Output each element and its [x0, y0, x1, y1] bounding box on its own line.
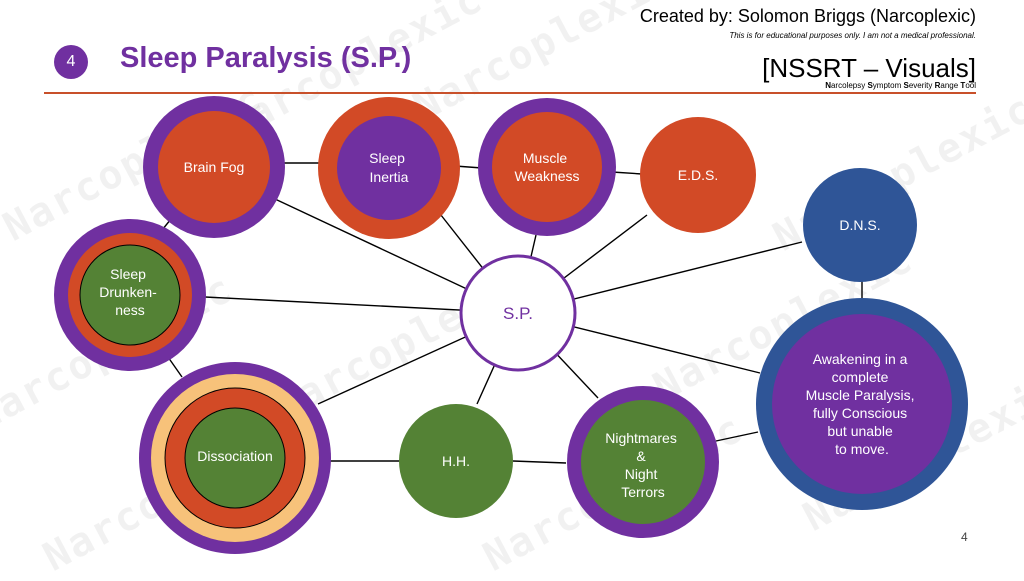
node-label-line: Awakening in a — [813, 351, 908, 367]
node-sleep-inertia: Sleep Inertia — [318, 97, 460, 239]
node-label-line: fully Conscious — [813, 405, 907, 421]
node-label-line: ness — [115, 302, 145, 318]
node-label: Awakening in a complete Muscle Paralysis… — [806, 351, 919, 457]
node-label: H.H. — [442, 453, 470, 469]
node-label-line: Terrors — [621, 484, 665, 500]
brand-letter: R — [934, 81, 941, 90]
brand-word-rest: ool — [965, 81, 976, 90]
author-credit: Created by: Solomon Briggs (Narcoplexic) — [639, 6, 976, 26]
link-nightmares-awakening — [715, 431, 759, 442]
node-label: Brain Fog — [184, 159, 245, 175]
brand-word-rest: ange — [940, 81, 961, 90]
node-label-line: Weakness — [514, 168, 579, 184]
node-label: Sleep Inertia — [369, 150, 409, 185]
brand-word-rest: ymptom — [872, 81, 904, 90]
node-label-line: Drunken- — [99, 284, 157, 300]
circle — [399, 404, 513, 518]
brand-letter: S — [903, 81, 909, 90]
node-eds: E.D.S. — [640, 117, 756, 233]
link-muscle-weakness-eds — [611, 171, 643, 175]
disclaimer-text: This is for educational purposes only. I… — [729, 31, 976, 40]
node-label-line: Brain Fog — [184, 159, 245, 175]
inner-circle — [337, 116, 441, 220]
brand-word-rest: everity — [908, 81, 935, 90]
node-label: Nightmares & Night Terrors — [605, 430, 680, 500]
node-nightmares: Nightmares & Night Terrors — [567, 386, 719, 538]
inner-circle — [581, 400, 705, 524]
node-label-line: Inertia — [370, 169, 409, 185]
inner-circle — [772, 314, 952, 494]
brand-letter: T — [960, 81, 966, 90]
node-label-line: Dissociation — [197, 448, 272, 464]
node-label-line: E.D.S. — [678, 167, 718, 183]
node-label-line: D.N.S. — [839, 217, 880, 233]
node-label-line: Sleep — [369, 150, 405, 166]
node-label: Dissociation — [197, 448, 272, 464]
node-label-line: & — [636, 448, 646, 464]
node-label-line: complete — [832, 369, 889, 385]
inner-circle — [158, 111, 270, 223]
title-divider — [44, 92, 976, 94]
circle — [640, 117, 756, 233]
brand-letter: N — [825, 81, 831, 90]
node-label-line: but unable — [827, 423, 893, 439]
node-label-line: Nightmares — [605, 430, 677, 446]
slide-number-badge: 4 — [54, 45, 88, 79]
center-circle — [459, 254, 577, 372]
page-number: 4 — [961, 530, 968, 544]
node-label: Muscle Weakness — [514, 150, 579, 184]
node-label-line: Sleep — [110, 266, 146, 282]
node-label: D.N.S. — [839, 217, 880, 233]
node-sleep-drunkenness: Sleep Drunken- ness — [54, 219, 206, 371]
node-center-sp: S.P. — [459, 254, 577, 372]
node-dissociation: Dissociation — [139, 362, 331, 554]
node-awakening: Awakening in a complete Muscle Paralysis… — [756, 298, 968, 510]
inner-circle — [184, 407, 286, 509]
center-label: S.P. — [503, 304, 533, 323]
inner-circle — [79, 244, 181, 346]
brand-letter: S — [867, 81, 873, 90]
node-hh: H.H. — [399, 404, 513, 518]
node-label-line: Night — [625, 466, 658, 482]
brand-word-rest: arcolepsy — [830, 81, 868, 90]
circle — [803, 168, 917, 282]
node-dns: D.N.S. — [803, 168, 917, 282]
node-label: Sleep Drunken- ness — [99, 266, 160, 318]
node-label-line: H.H. — [442, 453, 470, 469]
slide-title: Sleep Paralysis (S.P.) — [120, 42, 412, 74]
node-label-line: Muscle — [523, 150, 568, 166]
node-brain-fog: Brain Fog — [143, 96, 285, 238]
inner-circle — [492, 112, 602, 222]
node-label-line: Muscle Paralysis, — [806, 387, 915, 403]
brand-expansion: Narcolepsy Symptom Severity Range Tool — [825, 81, 976, 90]
node-label-line: to move. — [835, 441, 889, 457]
link-hh-nightmares — [512, 460, 567, 464]
node-muscle-weakness: Muscle Weakness — [478, 98, 616, 236]
brand-title: [NSSRT – Visuals] — [762, 53, 976, 83]
node-label: E.D.S. — [678, 167, 718, 183]
link-sleep-drunkenness-dissociation — [167, 356, 183, 378]
